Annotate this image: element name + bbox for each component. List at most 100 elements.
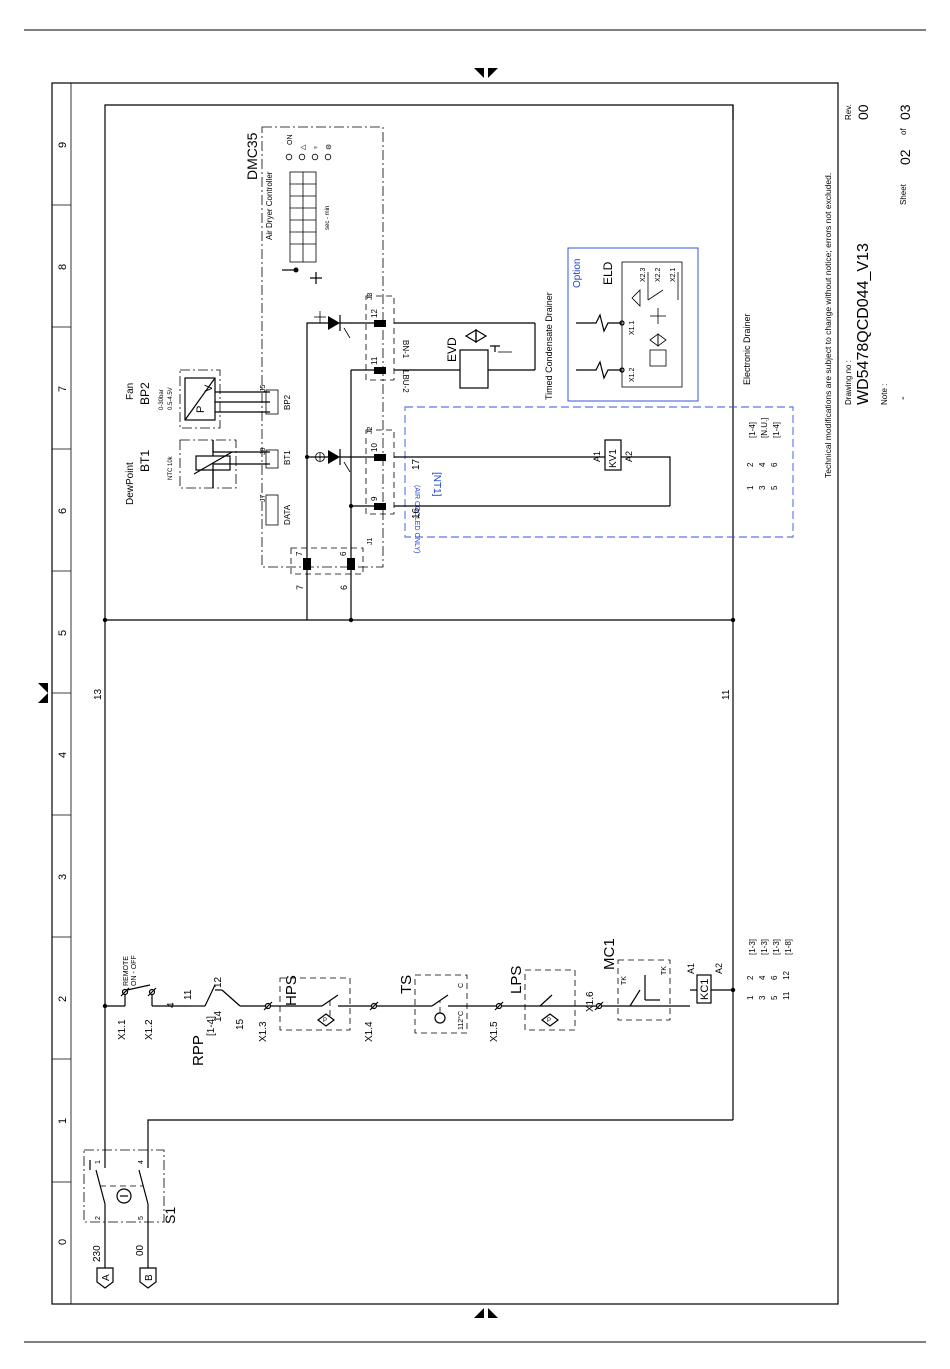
j2-label: J2 [367,427,374,435]
controller-dmc35: DMC35 Air Dryer Controller sec - min ON … [244,126,395,575]
grid-label-5: 5 [57,630,69,636]
rev-label: Rev. [844,104,853,120]
evd-title: Timed Condensate Drainer [544,292,554,400]
s1-pin-5: 5 [138,1216,145,1220]
drawing-no-label: Drawing no : [844,360,853,405]
j8-label: J8 [260,448,267,456]
j3-pin-12: 12 [370,309,379,318]
grid-label-6: 6 [57,508,69,514]
svg-text:1: 1 [746,995,755,1000]
dewpoint-sensor-bt1: DewPoint BT1 NTC 10k [125,439,270,505]
x1-1-label: X1.1 [117,1019,128,1040]
x1-2-terminal [148,988,156,996]
svg-text:4: 4 [758,975,767,980]
bp2-port-label: BP2 [283,394,292,410]
x1-5-label: X1.5 [489,1021,500,1042]
timed-condensate-drainer-evd: BN-1 LBU-2 EVD Timed Condensate Drainer [394,292,554,400]
j1-pin-7: 7 [295,551,304,556]
sheet-total: 03 [897,104,913,120]
kv1-contact-list: 1 2 [1-4] 3 4 [N.U.] 5 6 [1-4] [746,418,781,490]
dewpoint-title: DewPoint [125,462,136,505]
evd-tag: EVD [445,337,459,362]
eld-contact [647,272,679,301]
eld-option-label: Option [572,259,583,288]
title-block: Technical modifications are subject to c… [823,104,913,478]
svg-text:[1-4]: [1-4] [772,422,781,438]
note-label: Note : [880,384,889,405]
wire-13-label: 13 [93,688,104,700]
kv1-tag: KV1 [608,449,619,468]
terminal-a: A 230 [92,1222,114,1289]
svg-text:2: 2 [746,462,755,467]
svg-text:3: 3 [758,995,767,1000]
controller-unit: sec - min [325,206,331,230]
rpp-pin-14: 14 [213,1010,224,1022]
svg-text:6: 6 [770,462,779,467]
disclaimer-text: Technical modifications are subject to c… [823,173,833,478]
j7-data-connector [265,494,279,526]
rpp-pin-12: 12 [213,976,224,988]
hps-tag: HPS [283,975,300,1006]
svg-text:1: 1 [746,485,755,490]
s1-pin-4: 4 [138,1160,145,1164]
terminal-b: B 00 [135,1222,157,1289]
grid-labels: 0 1 2 3 4 5 6 7 8 9 [57,142,69,1245]
svg-text:5: 5 [770,995,779,1000]
led-alarm-icon: △ [300,144,307,150]
controller-name: DMC35 [244,132,260,180]
eld-x23: X2.3 [640,267,647,282]
controller-subtitle: Air Dryer Controller [265,171,274,240]
grid-ticks [52,204,71,1183]
drain-valve-icon [314,311,326,323]
controller-leds: ON △ ♆ ⚙ [285,135,333,161]
s1-tag: S1 [162,1207,178,1224]
mc1-tag: MC1 [601,938,618,970]
s1-pin-2: 2 [95,1216,102,1220]
kc1-tag: KC1 [699,979,711,1000]
grid-label-0: 0 [57,1239,69,1245]
triac-drain [328,315,374,339]
eld-valve-icon [649,333,667,367]
j2-pin-9: 9 [370,496,379,501]
main-wiring: 13 11 7 6 [93,104,736,1150]
terminal-a-label: 230 [92,1245,103,1262]
svg-text:P: P [323,1018,327,1024]
terminal-b-label: 00 [135,1244,146,1256]
svg-text:[1-4]: [1-4] [748,422,757,438]
eld-drain-icon [650,308,666,324]
kv1-a1: A1 [592,451,602,462]
led-alarm [298,153,306,161]
main-switch-s1: 2 1 5 4 S1 [83,1149,178,1224]
x1-4-label: X1.4 [364,1021,375,1042]
svg-text:11: 11 [782,991,791,1000]
svg-text:12: 12 [782,971,791,980]
svg-text:6: 6 [770,975,779,980]
kc1-contact-list: 1 2 [1-3] 3 4 [1-3] 5 6 [1-3] 11 12 [1-8… [746,939,793,1000]
led-drain-icon: ♆ [313,145,320,150]
drawing-number: WD5478QCD044_V13 [855,243,872,405]
eld-x21: X2.1 [670,267,677,282]
controller-display: sec - min [289,171,331,263]
kv1-a2: A2 [624,451,634,462]
rpp-pin-11: 11 [183,989,194,1000]
led-on [285,153,293,161]
bt1-tag: BT1 [138,450,152,472]
s1-pin-1: 1 [95,1160,102,1164]
safety-chain: REMOTE ON - OFF X1.1 X1.2 4 11 12 14 15 … [117,938,793,1066]
wire-lbu-label: LBU-2 [401,370,410,393]
wire-16-label: 16 [411,507,422,519]
mc1-tk-1: TK [621,976,628,985]
lps-tag: LPS [508,966,525,994]
terminal-b-tag: B [144,1274,155,1281]
wire-17-label: 17 [411,458,422,470]
j2-pin-10: 10 [370,443,379,452]
eld-tag: ELD [601,261,615,285]
rpp-ref: [1-4] [206,1016,217,1036]
grid-label-1: 1 [57,1118,69,1124]
j1-connector [290,547,364,575]
kc1-a1: A1 [686,963,696,974]
bt1-spec: NTC 10k [168,455,174,480]
kv1-air-cooled-block: [NT1] (AIR COOLED ONLY) KV1 A1 A2 17 16 … [394,406,794,553]
svg-text:4: 4 [758,462,767,467]
